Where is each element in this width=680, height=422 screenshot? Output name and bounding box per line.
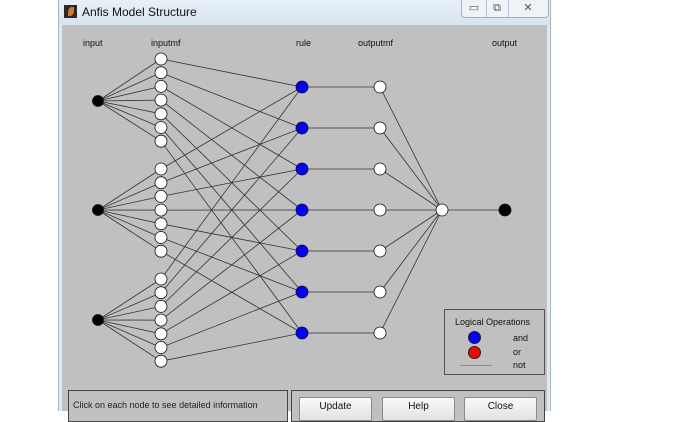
maximize-button[interactable]: ⧉ <box>486 0 509 17</box>
status-box: Click on each node to see detailed infor… <box>68 390 288 422</box>
outputmf-node[interactable] <box>374 122 386 134</box>
rule-node[interactable] <box>296 327 308 339</box>
inputmf-node[interactable] <box>155 163 167 175</box>
outputmf-node[interactable] <box>374 204 386 216</box>
legend-not-label: not <box>513 360 526 370</box>
rule-node[interactable] <box>296 163 308 175</box>
input-node[interactable] <box>93 205 104 216</box>
rule-node[interactable] <box>296 204 308 216</box>
client-area: input inputmf rule outputmf output Logic… <box>62 25 547 411</box>
window-close-button[interactable]: ✕ <box>508 0 548 17</box>
input-node[interactable] <box>93 96 104 107</box>
inputmf-node[interactable] <box>155 342 167 354</box>
inputmf-node[interactable] <box>155 94 167 106</box>
button-panel: Update Help Close <box>291 390 545 422</box>
inputmf-node[interactable] <box>155 287 167 299</box>
inputmf-node[interactable] <box>155 80 167 92</box>
inputmf-node[interactable] <box>155 53 167 65</box>
outputmf-node[interactable] <box>374 286 386 298</box>
outputmf-node[interactable] <box>374 81 386 93</box>
inputmf-node[interactable] <box>155 314 167 326</box>
minimize-button[interactable]: ▭ <box>462 0 487 17</box>
rule-node[interactable] <box>296 122 308 134</box>
outputmf-node[interactable] <box>374 163 386 175</box>
legend-or-label: or <box>513 347 521 357</box>
window-controls: ▭ ⧉ ✕ <box>461 0 549 18</box>
inputmf-node[interactable] <box>155 177 167 189</box>
rule-node[interactable] <box>296 286 308 298</box>
inputmf-node[interactable] <box>155 300 167 312</box>
or-dot-icon <box>468 346 481 359</box>
inputmf-node[interactable] <box>155 232 167 244</box>
not-line-icon <box>460 365 492 366</box>
and-dot-icon <box>468 331 481 344</box>
outputmf-node[interactable] <box>374 327 386 339</box>
matlab-icon <box>64 5 77 18</box>
inputmf-node[interactable] <box>155 245 167 257</box>
inputmf-node[interactable] <box>155 273 167 285</box>
rule-node[interactable] <box>296 245 308 257</box>
inputmf-node[interactable] <box>155 122 167 134</box>
window-title: Anfis Model Structure <box>82 5 197 19</box>
inputmf-node[interactable] <box>155 218 167 230</box>
close-button[interactable]: Close <box>464 397 537 421</box>
status-text: Click on each node to see detailed infor… <box>73 400 258 410</box>
outputmf-node[interactable] <box>374 245 386 257</box>
output-sum-node[interactable] <box>436 204 448 216</box>
inputmf-node[interactable] <box>155 355 167 367</box>
help-button[interactable]: Help <box>382 397 455 421</box>
inputmf-node[interactable] <box>155 328 167 340</box>
title-bar[interactable]: Anfis Model Structure ▭ ⧉ ✕ <box>59 0 550 25</box>
anfis-model-structure-window: Anfis Model Structure ▭ ⧉ ✕ input inputm… <box>58 0 551 411</box>
input-node[interactable] <box>93 315 104 326</box>
inputmf-node[interactable] <box>155 190 167 202</box>
logical-operations-legend: Logical Operations and or not <box>444 309 545 375</box>
output-node[interactable] <box>499 204 511 216</box>
inputmf-node[interactable] <box>155 135 167 147</box>
legend-and-label: and <box>513 333 528 343</box>
inputmf-node[interactable] <box>155 204 167 216</box>
inputmf-node[interactable] <box>155 67 167 79</box>
update-button[interactable]: Update <box>299 397 372 421</box>
inputmf-node[interactable] <box>155 108 167 120</box>
rule-node[interactable] <box>296 81 308 93</box>
legend-title: Logical Operations <box>455 317 530 327</box>
